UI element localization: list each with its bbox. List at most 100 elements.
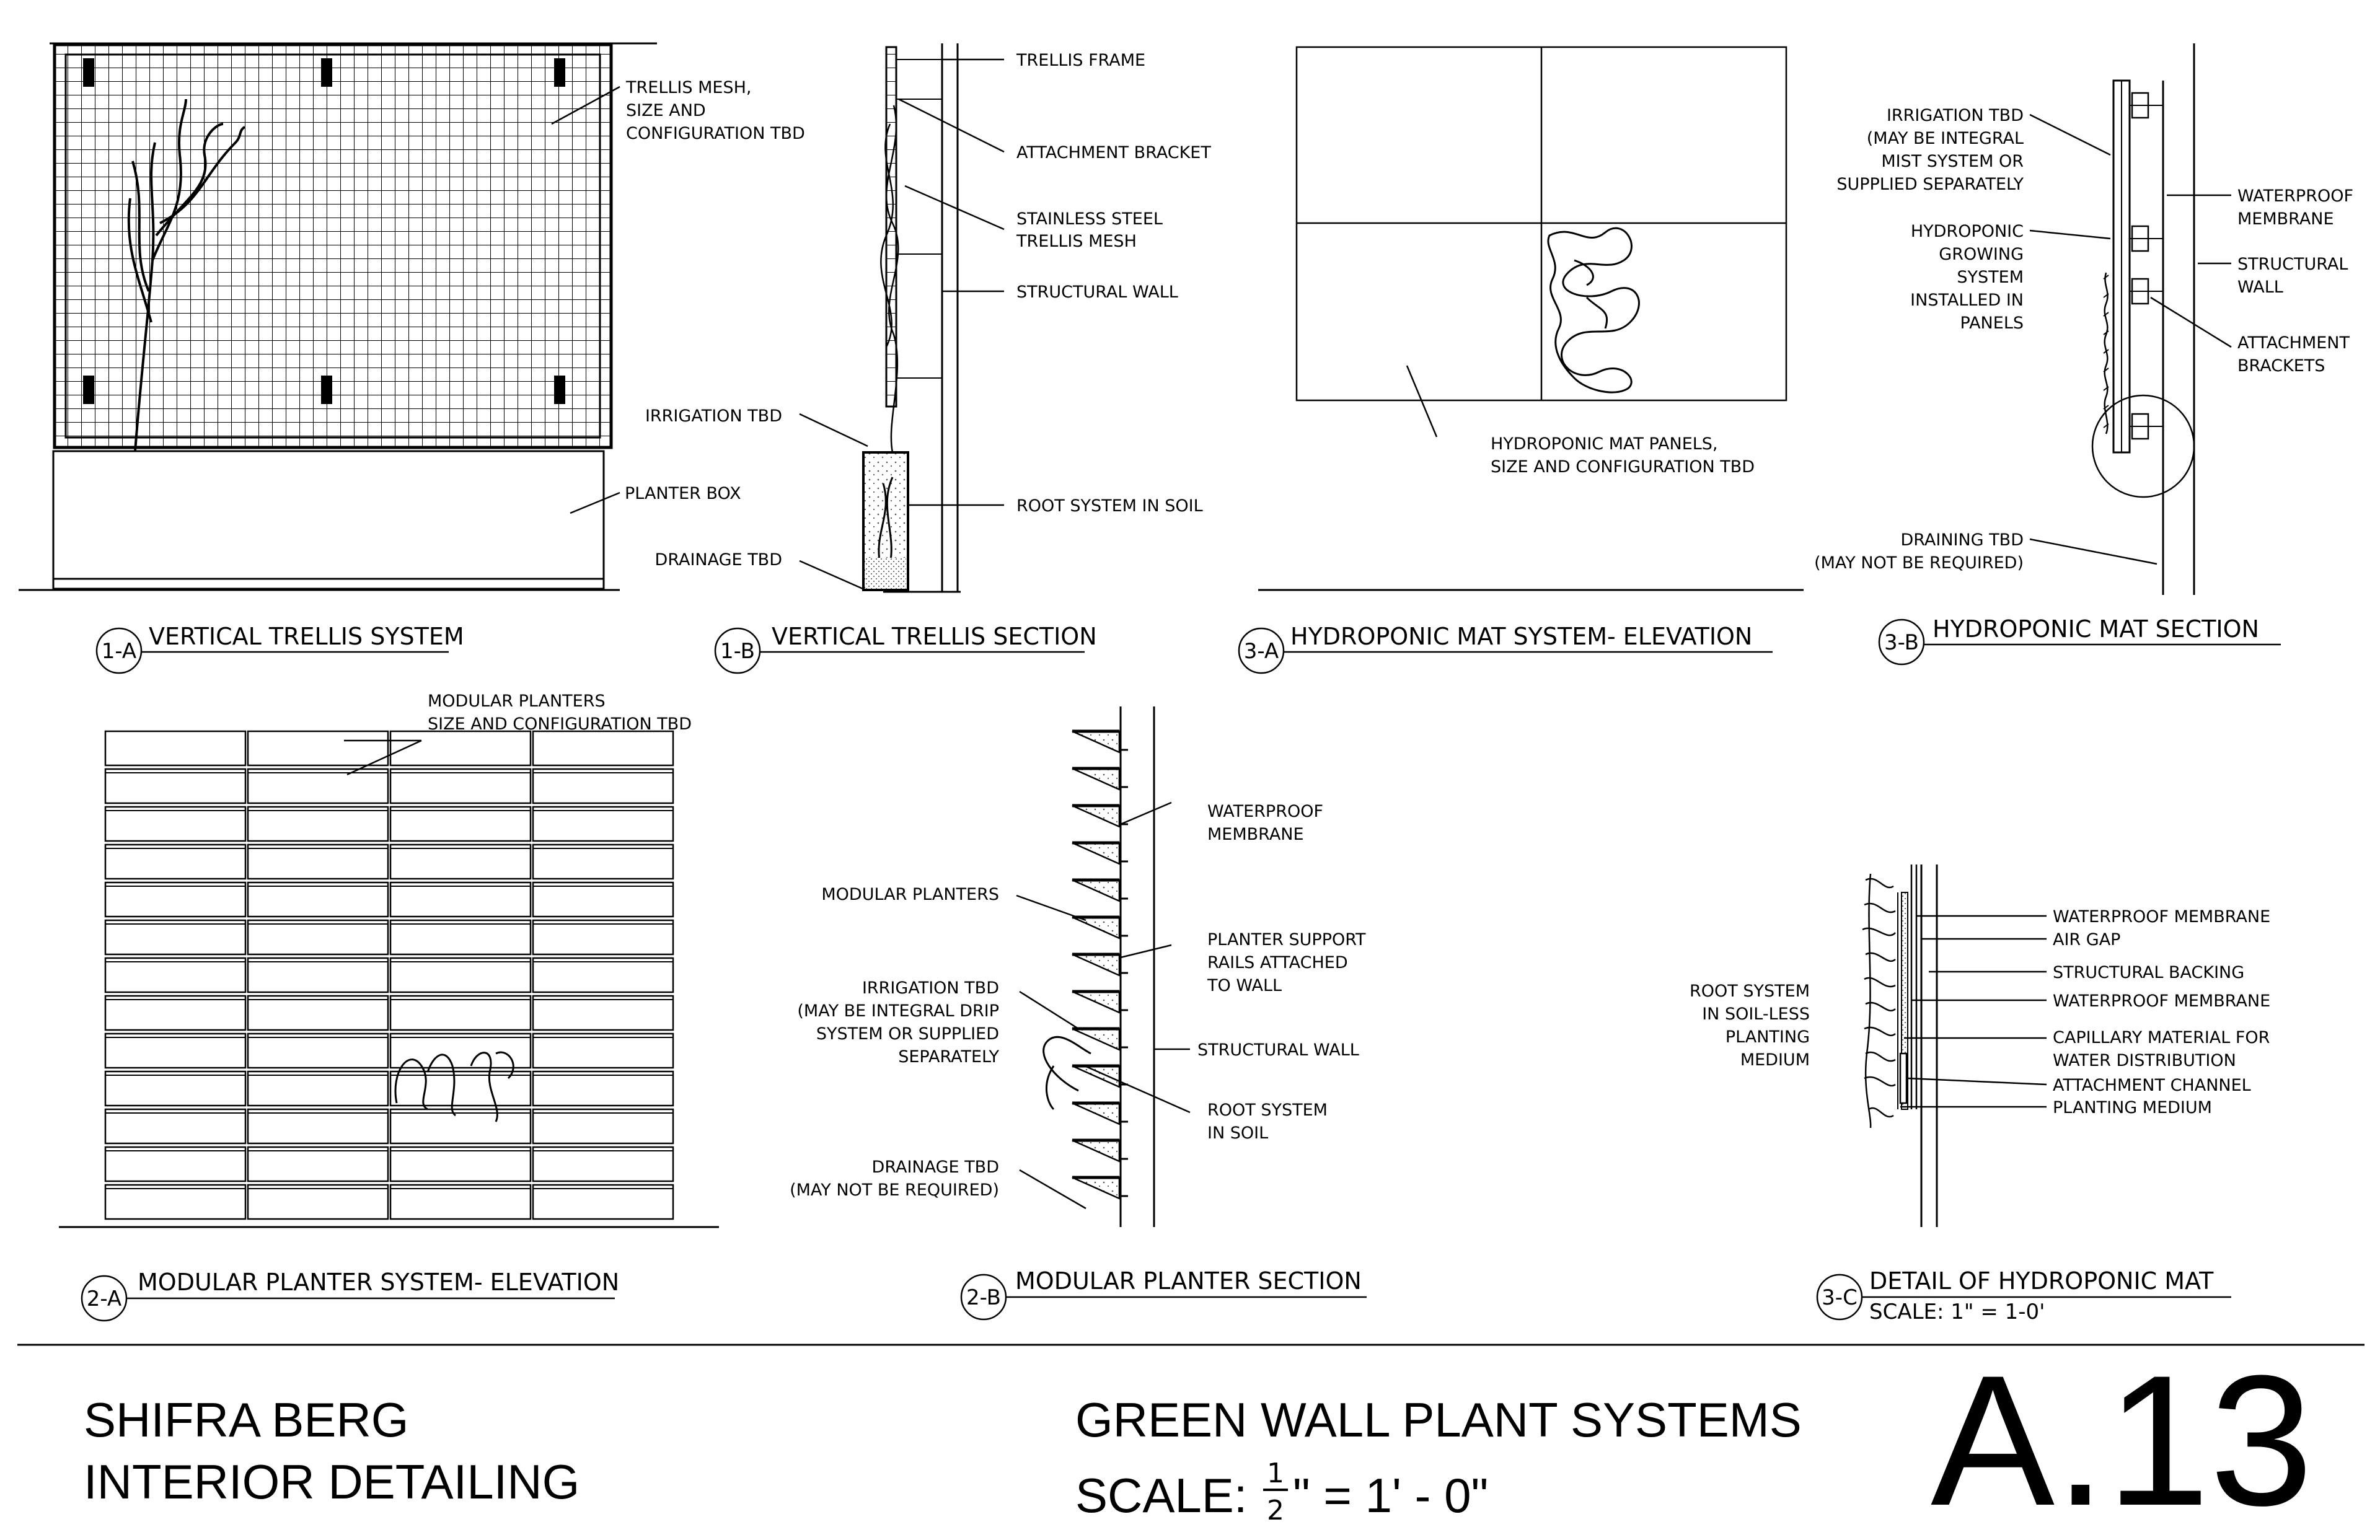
planter-module [532, 881, 674, 918]
planter-module [389, 768, 532, 804]
planter-pocket [1072, 767, 1121, 791]
note-trellis-mesh-1: TRELLIS MESH, [625, 78, 751, 97]
root-squiggles-3c [1862, 873, 1896, 1129]
detail-1a-title: 1-A VERTICAL TRELLIS SYSTEM [95, 623, 464, 674]
planter-module [389, 1184, 532, 1220]
detail-tag-1a: 1-A [102, 639, 136, 664]
note-root-soil-1b: ROOT SYSTEM IN SOIL [1016, 496, 1203, 516]
sheet-title: GREEN WALL PLANT SYSTEMS [1075, 1393, 1802, 1447]
note-drainage-1b: DRAINAGE TBD [655, 550, 782, 570]
planter-module [532, 1032, 674, 1069]
detail-tag-1b: 1-B [720, 639, 755, 664]
detail-title-3a: HYDROPONIC MAT SYSTEM- ELEVATION [1290, 623, 1752, 650]
planter-module [247, 1146, 389, 1182]
planter-module [104, 1032, 247, 1069]
detail-3a-notes: HYDROPONIC MAT PANELS, SIZE AND CONFIGUR… [1491, 434, 1755, 477]
note-layer-water-distribution: WATER DISTRIBUTION [2053, 1051, 2236, 1070]
planter-module [104, 806, 247, 842]
note-waterproof-2b-2: MEMBRANE [1207, 825, 1304, 844]
note-root-soil-2b-1: ROOT SYSTEM [1207, 1101, 1328, 1120]
detail-2b-title: 2-B MODULAR PLANTER SECTION [960, 1267, 1367, 1321]
hydro-plant-squiggle [1547, 227, 1640, 394]
note-layer-attachment-channel: ATTACHMENT CHANNEL [2053, 1076, 2251, 1095]
note-root-3c-3: PLANTING [1726, 1027, 1810, 1047]
note-irrigation-2b-3: SYSTEM OR SUPPLIED [816, 1024, 999, 1044]
note-planter-box: PLANTER BOX [625, 484, 741, 503]
planter-pocket [1072, 916, 1121, 939]
planter-module [104, 957, 247, 993]
planter-pocket [1072, 804, 1121, 828]
trellis-vine [127, 99, 246, 452]
planter-pocket [1072, 1065, 1121, 1088]
note-hydro-growing-5: PANELS [1960, 314, 2024, 333]
planter-module [532, 806, 674, 842]
planter-module [247, 995, 389, 1031]
note-layer-planting-medium: PLANTING MEDIUM [2053, 1098, 2212, 1117]
planter-pocket [1072, 879, 1121, 902]
planter-module [389, 919, 532, 956]
sheet-scale-value: " = 1' - 0" [1293, 1468, 1488, 1523]
note-brackets-3b-1: ATTACHMENT [2237, 333, 2350, 353]
sheet-scale-numerator: 1 [1267, 1458, 1284, 1489]
note-trellis-mesh-2: SIZE AND [626, 101, 706, 120]
detail-3c-notes: ROOT SYSTEM IN SOIL-LESS PLANTING MEDIUM… [1690, 907, 2270, 1117]
planter-module [532, 1146, 674, 1182]
planter-module [104, 1070, 247, 1107]
title-block: SHIFRA BERG INTERIOR DETAILING GREEN WAL… [17, 1336, 2365, 1540]
detail-title-2a: MODULAR PLANTER SYSTEM- ELEVATION [138, 1269, 619, 1296]
planter-module [532, 730, 674, 767]
planter-module [247, 957, 389, 993]
note-modular-2a-2: SIZE AND CONFIGURATION TBD [428, 715, 692, 734]
author-name: SHIFRA BERG [84, 1393, 408, 1447]
detail-title-3c: DETAIL OF HYDROPONIC MAT [1869, 1267, 2214, 1295]
planter-module [247, 730, 389, 767]
planter-module [389, 1108, 532, 1145]
detail-tag-3c: 3-C [1822, 1285, 1858, 1310]
note-layer-capillary: CAPILLARY MATERIAL FOR [2053, 1028, 2270, 1047]
detail-2a-drawing [59, 730, 719, 1228]
detail-1a-drawing [19, 42, 657, 591]
planter-module [389, 881, 532, 918]
planter-module [247, 919, 389, 956]
detail-3b-notes: IRRIGATION TBD (MAY BE INTEGRAL MIST SYS… [1814, 106, 2353, 573]
planter-module [532, 843, 674, 880]
planter-pocket [1072, 1139, 1121, 1163]
detail-3c-drawing [1862, 865, 2047, 1227]
planter-grid [104, 730, 674, 1220]
planter-pockets [1072, 729, 1128, 1200]
note-layer-waterproof-1: WATERPROOF MEMBRANE [2053, 907, 2270, 926]
note-waterproof-2b-1: WATERPROOF [1207, 802, 1323, 821]
note-hydro-growing-3: SYSTEM [1957, 268, 2024, 287]
detail-2a-notes: MODULAR PLANTERS SIZE AND CONFIGURATION … [428, 692, 692, 734]
note-structural-3b-2: WALL [2237, 278, 2283, 297]
sheet-scale-prefix: SCALE: [1075, 1468, 1247, 1523]
note-layer-air-gap: AIR GAP [2053, 930, 2120, 949]
planter-module [104, 881, 247, 918]
note-hydro-growing-2: GROWING [1939, 245, 2024, 264]
detail-tag-2b: 2-B [966, 1285, 1001, 1310]
note-hydro-growing-4: INSTALLED IN [1910, 291, 2024, 310]
detail-title-3b: HYDROPONIC MAT SECTION [1933, 615, 2259, 643]
planter-module [104, 843, 247, 880]
planter-module [532, 995, 674, 1031]
planter-module [247, 768, 389, 804]
detail-title-1b: VERTICAL TRELLIS SECTION [772, 623, 1097, 650]
detail-tag-3a: 3-A [1244, 639, 1279, 664]
planter-module [532, 1184, 674, 1220]
note-modular-2b: MODULAR PLANTERS [821, 885, 999, 904]
note-layer-structural-backing: STRUCTURAL BACKING [2053, 963, 2244, 982]
note-trellis-frame: TRELLIS FRAME [1016, 51, 1145, 70]
note-irrigation-1b: IRRIGATION TBD [645, 407, 782, 426]
note-structural-2b: STRUCTURAL WALL [1197, 1041, 1359, 1060]
detail-2b-drawing [1016, 706, 1191, 1227]
detail-1b-drawing [799, 43, 1005, 593]
detail-2a-title: 2-A MODULAR PLANTER SYSTEM- ELEVATION [81, 1269, 619, 1322]
planter-module [104, 730, 247, 767]
planter-module [247, 881, 389, 918]
planter-module [532, 919, 674, 956]
note-root-3c-2: IN SOIL-LESS [1702, 1005, 1810, 1024]
planter-module [532, 768, 674, 804]
note-draining-3b-2: (MAY NOT BE REQUIRED) [1814, 553, 2024, 573]
detail-3b-drawing [2029, 43, 2232, 595]
